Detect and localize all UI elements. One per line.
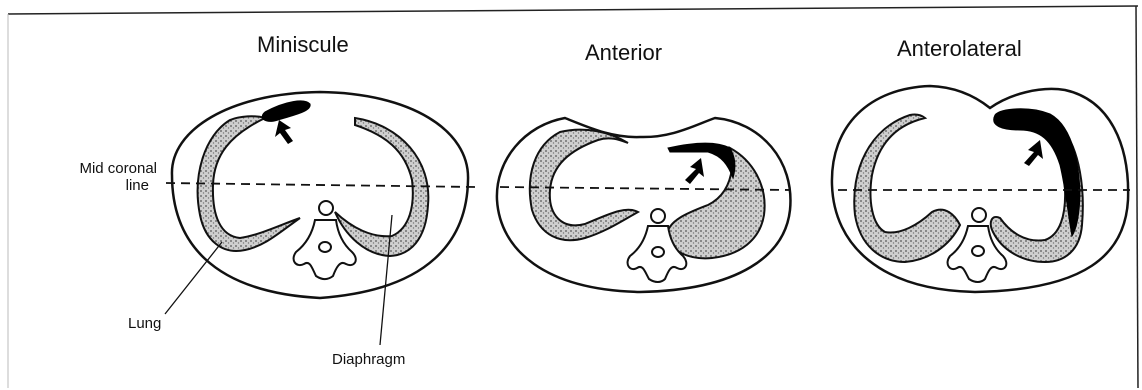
lung-right	[854, 114, 960, 262]
lung-left	[667, 148, 765, 258]
panel-title-anterolateral: Anterolateral	[897, 36, 1022, 62]
lung-right	[530, 130, 638, 241]
panel-miniscule	[165, 92, 476, 345]
mid-coronal-line-label: Mid coronal line	[45, 160, 157, 194]
panel-title-anterior: Anterior	[585, 40, 662, 66]
vertebra	[294, 201, 356, 279]
figure-border	[8, 6, 1138, 388]
panel-anterior	[497, 118, 791, 292]
panel-anterolateral	[832, 86, 1130, 292]
arrow-icon	[275, 120, 293, 144]
mid-coronal-line-label-1: Mid coronal	[45, 160, 157, 177]
effusion	[262, 101, 310, 121]
arrow-icon	[1024, 140, 1043, 166]
lung-pointer	[165, 242, 222, 314]
diaphragm-label: Diaphragm	[332, 351, 405, 368]
panel-title-miniscule: Miniscule	[257, 32, 349, 58]
diaphragm-pointer	[380, 215, 392, 345]
arrow-icon	[685, 158, 704, 184]
lung-label: Lung	[128, 315, 161, 332]
mid-coronal-line-label-2: line	[45, 177, 157, 194]
